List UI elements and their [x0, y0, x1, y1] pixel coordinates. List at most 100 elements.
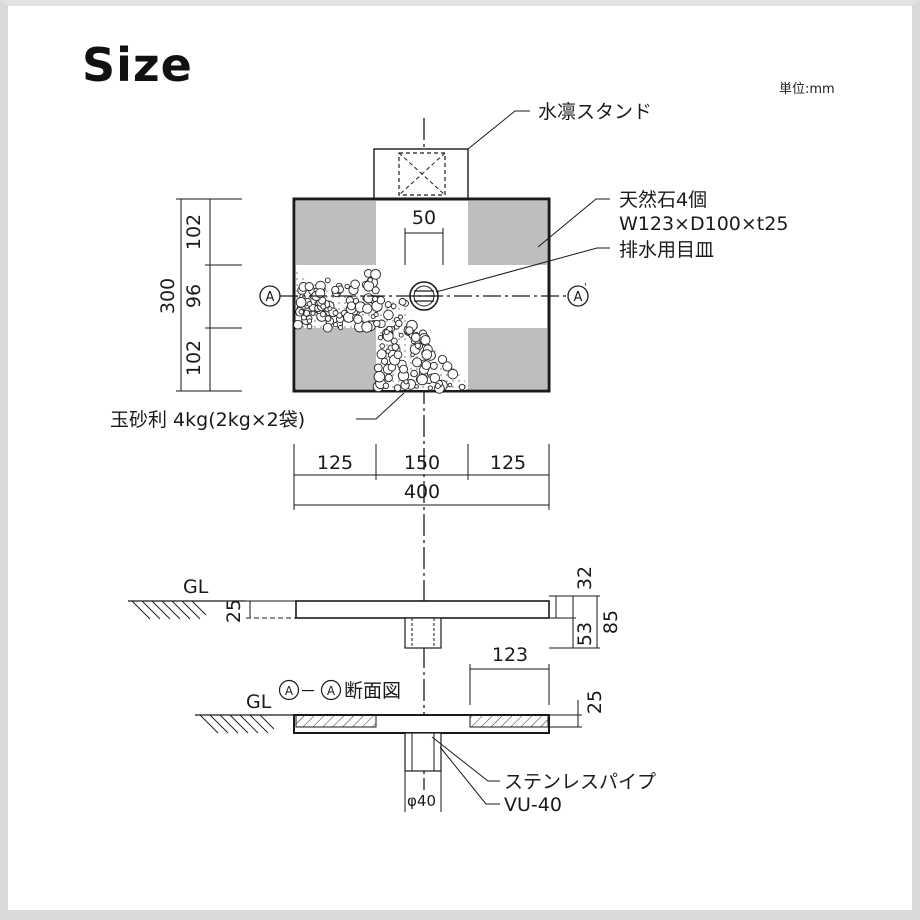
pebble: [421, 349, 433, 360]
pebble: [458, 383, 466, 391]
pebble: [385, 348, 391, 354]
dim-25-right: 25: [584, 690, 606, 714]
label-drain: 排水用目皿: [619, 239, 714, 261]
pebble: [437, 354, 448, 364]
pebble: [412, 357, 422, 368]
dim-400: 400: [404, 481, 440, 503]
dim-102-top: 102: [183, 214, 205, 250]
section-pipe: [404, 732, 442, 772]
label-gl-top: GL: [183, 576, 209, 598]
pebble: [390, 303, 397, 310]
pebble: [350, 279, 360, 290]
pebble: [384, 301, 392, 309]
pebble: [322, 322, 333, 333]
pebble: [393, 384, 402, 392]
pebble: [391, 343, 400, 351]
dim-150: 150: [404, 452, 440, 474]
pebble: [310, 310, 316, 316]
pebble: [344, 283, 350, 290]
pebble: [399, 364, 409, 374]
plan-view: 50 A A ': [259, 118, 589, 790]
pebble: [376, 295, 386, 305]
pebble: [295, 296, 307, 308]
pebble: [298, 309, 305, 315]
pebble: [414, 384, 419, 389]
label-stone: 天然石4個: [619, 189, 707, 211]
label-section: 断面図: [344, 680, 401, 702]
tray-elevation: [295, 600, 550, 619]
pebble: [383, 309, 394, 321]
pebble: [372, 295, 379, 302]
section-stone-right: [469, 714, 549, 728]
svg-text:A: A: [327, 684, 336, 698]
section-view: 123 A － A 断面図 GL 25 φ40 ステンレスパイプ VU-40: [195, 644, 656, 816]
dim-50: 50: [412, 207, 436, 229]
dim-phi40: φ40: [407, 792, 436, 810]
pebble: [398, 297, 407, 306]
pebble: [346, 301, 356, 311]
label-gl-bottom: GL: [246, 691, 272, 713]
section-title-marker-2: [320, 679, 342, 701]
pebble: [435, 383, 441, 389]
pebble: [427, 385, 433, 391]
label-pipe: ステンレスパイプ: [504, 771, 656, 793]
section-marker-right: [567, 285, 589, 307]
pebble: [379, 343, 385, 349]
pebble: [377, 334, 384, 341]
pebble: [306, 323, 313, 330]
pebble: [420, 335, 431, 346]
label-vu40: VU-40: [504, 794, 562, 816]
pebble: [324, 277, 331, 284]
pebble: [306, 301, 313, 307]
pebble: [319, 311, 327, 318]
label-stone-size: W123×D100×t25: [619, 213, 788, 235]
pebble: [416, 373, 428, 386]
pebble: [403, 379, 409, 385]
pebble: [367, 277, 373, 283]
section-title-marker-1: [278, 679, 300, 701]
pebble: [442, 361, 453, 372]
gravel-fill: [293, 268, 466, 394]
pebble: [381, 357, 389, 365]
stone-bottom-right: [468, 328, 547, 389]
drain-pipe-elevation: [404, 617, 442, 649]
unit-label: 単位:mm: [779, 82, 835, 97]
pebble: [395, 319, 403, 328]
dim-102-bottom: 102: [183, 340, 205, 376]
svg-text:': ': [584, 282, 587, 293]
pebble: [324, 315, 332, 322]
stone-top-left: [296, 201, 376, 265]
leaders: [356, 110, 610, 420]
pebble: [371, 286, 380, 295]
pebble: [405, 326, 414, 335]
pebble: [393, 350, 403, 360]
section-marker-left: [259, 285, 281, 307]
svg-text:A: A: [574, 290, 583, 305]
pebble: [410, 352, 415, 357]
pebble: [373, 363, 383, 373]
pebble: [410, 369, 418, 378]
pebble: [447, 368, 459, 380]
pebble: [361, 321, 373, 333]
stone-top-right: [468, 201, 547, 265]
pebble: [421, 360, 432, 370]
dim-53: 53: [574, 622, 596, 646]
label-stand: 水凛スタンド: [538, 101, 652, 123]
svg-text:A: A: [266, 290, 275, 305]
label-gravel: 玉砂利 4kg(2kg×2袋): [110, 409, 305, 431]
dim-32: 32: [574, 566, 596, 590]
pebble: [382, 382, 390, 390]
pebble: [414, 342, 421, 349]
dim-125-right: 125: [490, 452, 526, 474]
pebble: [320, 303, 327, 310]
dim-300: 300: [157, 278, 179, 314]
pebble: [373, 370, 386, 383]
vertical-dimensions: [176, 198, 242, 392]
pebble: [429, 372, 440, 384]
stand-outline: [373, 148, 469, 200]
stone-bottom-left: [296, 328, 376, 389]
pebble: [304, 282, 314, 292]
pebble: [362, 303, 373, 314]
